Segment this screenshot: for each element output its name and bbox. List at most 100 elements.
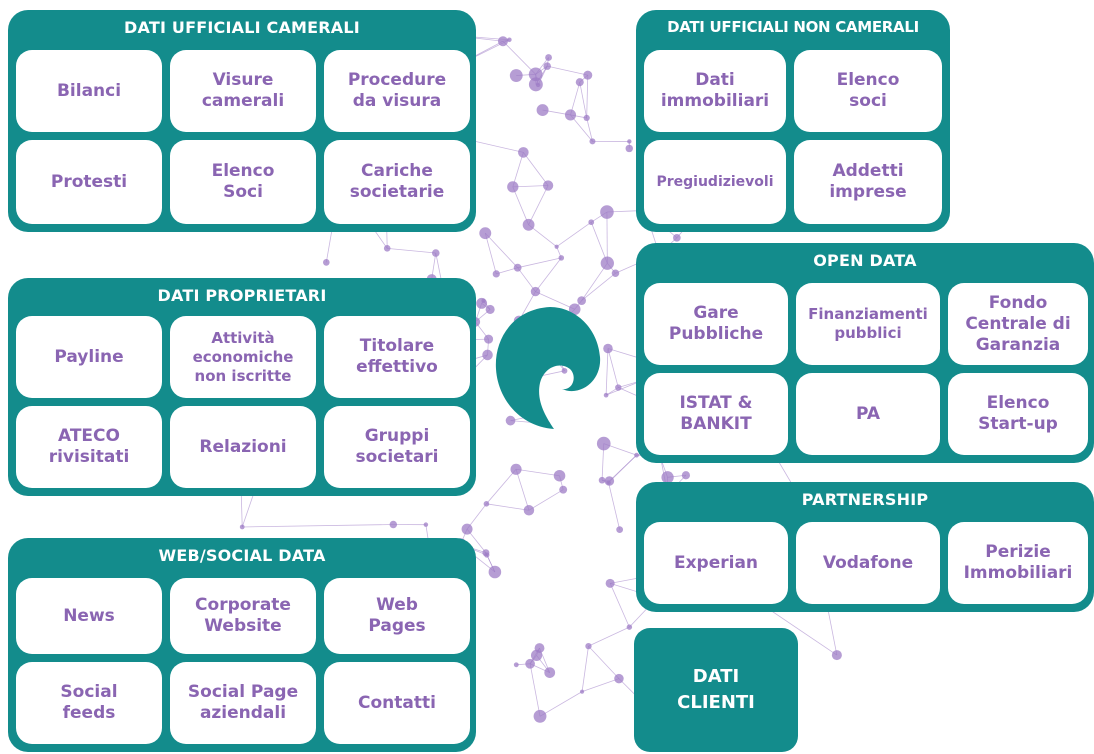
tile-cariche-societarie[interactable]: Cariche societarie: [324, 140, 470, 224]
tile-contatti[interactable]: Contatti: [324, 662, 470, 744]
network-node: [579, 689, 585, 694]
network-node: [564, 109, 577, 121]
network-node: [533, 709, 547, 723]
tile-social-page-aziendali[interactable]: Social Page aziendali: [170, 662, 316, 744]
network-edge: [387, 247, 436, 254]
network-edge: [535, 257, 562, 292]
network-edge: [517, 257, 562, 269]
network-node: [625, 144, 633, 153]
tile-elenco-soci[interactable]: Elenco Soci: [170, 140, 316, 224]
network-node: [611, 269, 620, 277]
network-edge: [528, 489, 564, 511]
tile-dati-immobiliari[interactable]: Dati immobiliari: [644, 50, 786, 132]
network-node: [509, 69, 523, 82]
network-edge: [581, 646, 589, 692]
network-node: [614, 673, 624, 684]
network-edge: [608, 454, 637, 483]
tile-finanziamenti-pubblici[interactable]: Finanziamenti pubblici: [796, 283, 940, 365]
tile-pregiudizievoli[interactable]: Pregiudizievoli: [644, 140, 786, 224]
tile-corporate-website[interactable]: Corporate Website: [170, 578, 316, 654]
network-node: [575, 78, 584, 87]
network-node: [513, 263, 522, 272]
tile-news[interactable]: News: [16, 578, 162, 654]
network-node: [505, 415, 516, 426]
network-node: [543, 62, 551, 70]
tile-gruppi-societari[interactable]: Gruppi societari: [324, 406, 470, 488]
tile-istat-bankit[interactable]: ISTAT & BANKIT: [644, 373, 788, 455]
swirl-logo-icon: [495, 307, 601, 429]
network-edge: [486, 469, 517, 505]
tile-experian[interactable]: Experian: [644, 522, 788, 604]
network-edge: [605, 348, 609, 396]
tile-procedure-da-visura[interactable]: Procedure da visura: [324, 50, 470, 132]
network-node: [522, 218, 535, 231]
network-node: [605, 578, 615, 588]
tile-ateco-rivisitati[interactable]: ATECO rivisitati: [16, 406, 162, 488]
tile-bilanci[interactable]: Bilanci: [16, 50, 162, 132]
network-node: [476, 297, 488, 309]
network-node: [596, 436, 611, 451]
dati-clienti-box[interactable]: DATI CLIENTI: [634, 628, 798, 752]
network-node: [431, 249, 440, 257]
panel-title: OPEN DATA: [813, 251, 917, 270]
network-edge: [515, 469, 530, 511]
network-node: [634, 452, 639, 458]
network-node: [536, 104, 549, 117]
tile-perizie-immobiliari[interactable]: Perizie Immobiliari: [948, 522, 1088, 604]
network-node: [479, 227, 492, 240]
panel-open-data: OPEN DATA Gare Pubbliche Finanziamenti p…: [636, 243, 1094, 463]
tile-gare-pubbliche[interactable]: Gare Pubbliche: [644, 283, 788, 365]
network-edge: [586, 75, 589, 118]
network-edge: [484, 232, 518, 268]
tile-visure-camerali[interactable]: Visure camerali: [170, 50, 316, 132]
network-node: [481, 298, 486, 303]
tile-elenco-start-up[interactable]: Elenco Start-up: [948, 373, 1088, 455]
tile-payline[interactable]: Payline: [16, 316, 162, 398]
tile-vodafone[interactable]: Vodafone: [796, 522, 940, 604]
tile-attivita-economiche-non-iscritte[interactable]: Attività economiche non iscritte: [170, 316, 316, 398]
network-node: [583, 114, 590, 122]
network-node: [484, 334, 494, 344]
network-node: [383, 245, 391, 252]
tile-elenco-soci[interactable]: Elenco soci: [794, 50, 942, 132]
network-edge: [590, 222, 608, 264]
network-node: [626, 624, 633, 630]
tile-web-pages[interactable]: Web Pages: [324, 578, 470, 654]
network-edge: [523, 152, 549, 186]
network-node: [389, 520, 398, 529]
tile-titolare-effettivo[interactable]: Titolare effettivo: [324, 316, 470, 398]
network-node: [518, 147, 529, 158]
network-node: [585, 642, 592, 650]
tile-fondo-centrale-di-garanzia[interactable]: Fondo Centrale di Garanzia: [948, 283, 1088, 365]
network-node: [485, 304, 495, 315]
network-node: [589, 138, 596, 145]
network-node: [588, 219, 595, 226]
tile-relazioni[interactable]: Relazioni: [170, 406, 316, 488]
network-node: [615, 384, 622, 391]
network-edge: [581, 272, 616, 301]
panel-dati-ufficiali-non-camerali: DATI UFFICIALI NON CAMERALI Dati immobil…: [636, 10, 950, 232]
network-edge: [512, 152, 524, 187]
panel-title: DATI PROPRIETARI: [157, 286, 327, 305]
network-edge: [484, 233, 497, 275]
network-node: [523, 505, 535, 516]
network-node: [603, 343, 613, 354]
network-node: [606, 480, 611, 485]
network-edge: [556, 221, 592, 248]
network-node: [600, 205, 614, 219]
network-node: [681, 471, 691, 480]
tile-pa[interactable]: PA: [796, 373, 940, 455]
tile-social-feeds[interactable]: Social feeds: [16, 662, 162, 744]
network-edge: [528, 185, 549, 225]
tile-addetti-imprese[interactable]: Addetti imprese: [794, 140, 942, 224]
network-node: [545, 54, 552, 61]
network-edge: [242, 524, 394, 528]
network-edge: [512, 186, 529, 225]
panel-title: DATI UFFICIALI NON CAMERALI: [667, 18, 919, 36]
network-edge: [588, 645, 620, 679]
panel-web-social-data: WEB/SOCIAL DATA News Corporate Website W…: [8, 538, 476, 752]
network-node: [525, 658, 535, 669]
network-node: [530, 649, 543, 661]
tile-protesti[interactable]: Protesti: [16, 140, 162, 224]
network-node: [603, 392, 609, 398]
